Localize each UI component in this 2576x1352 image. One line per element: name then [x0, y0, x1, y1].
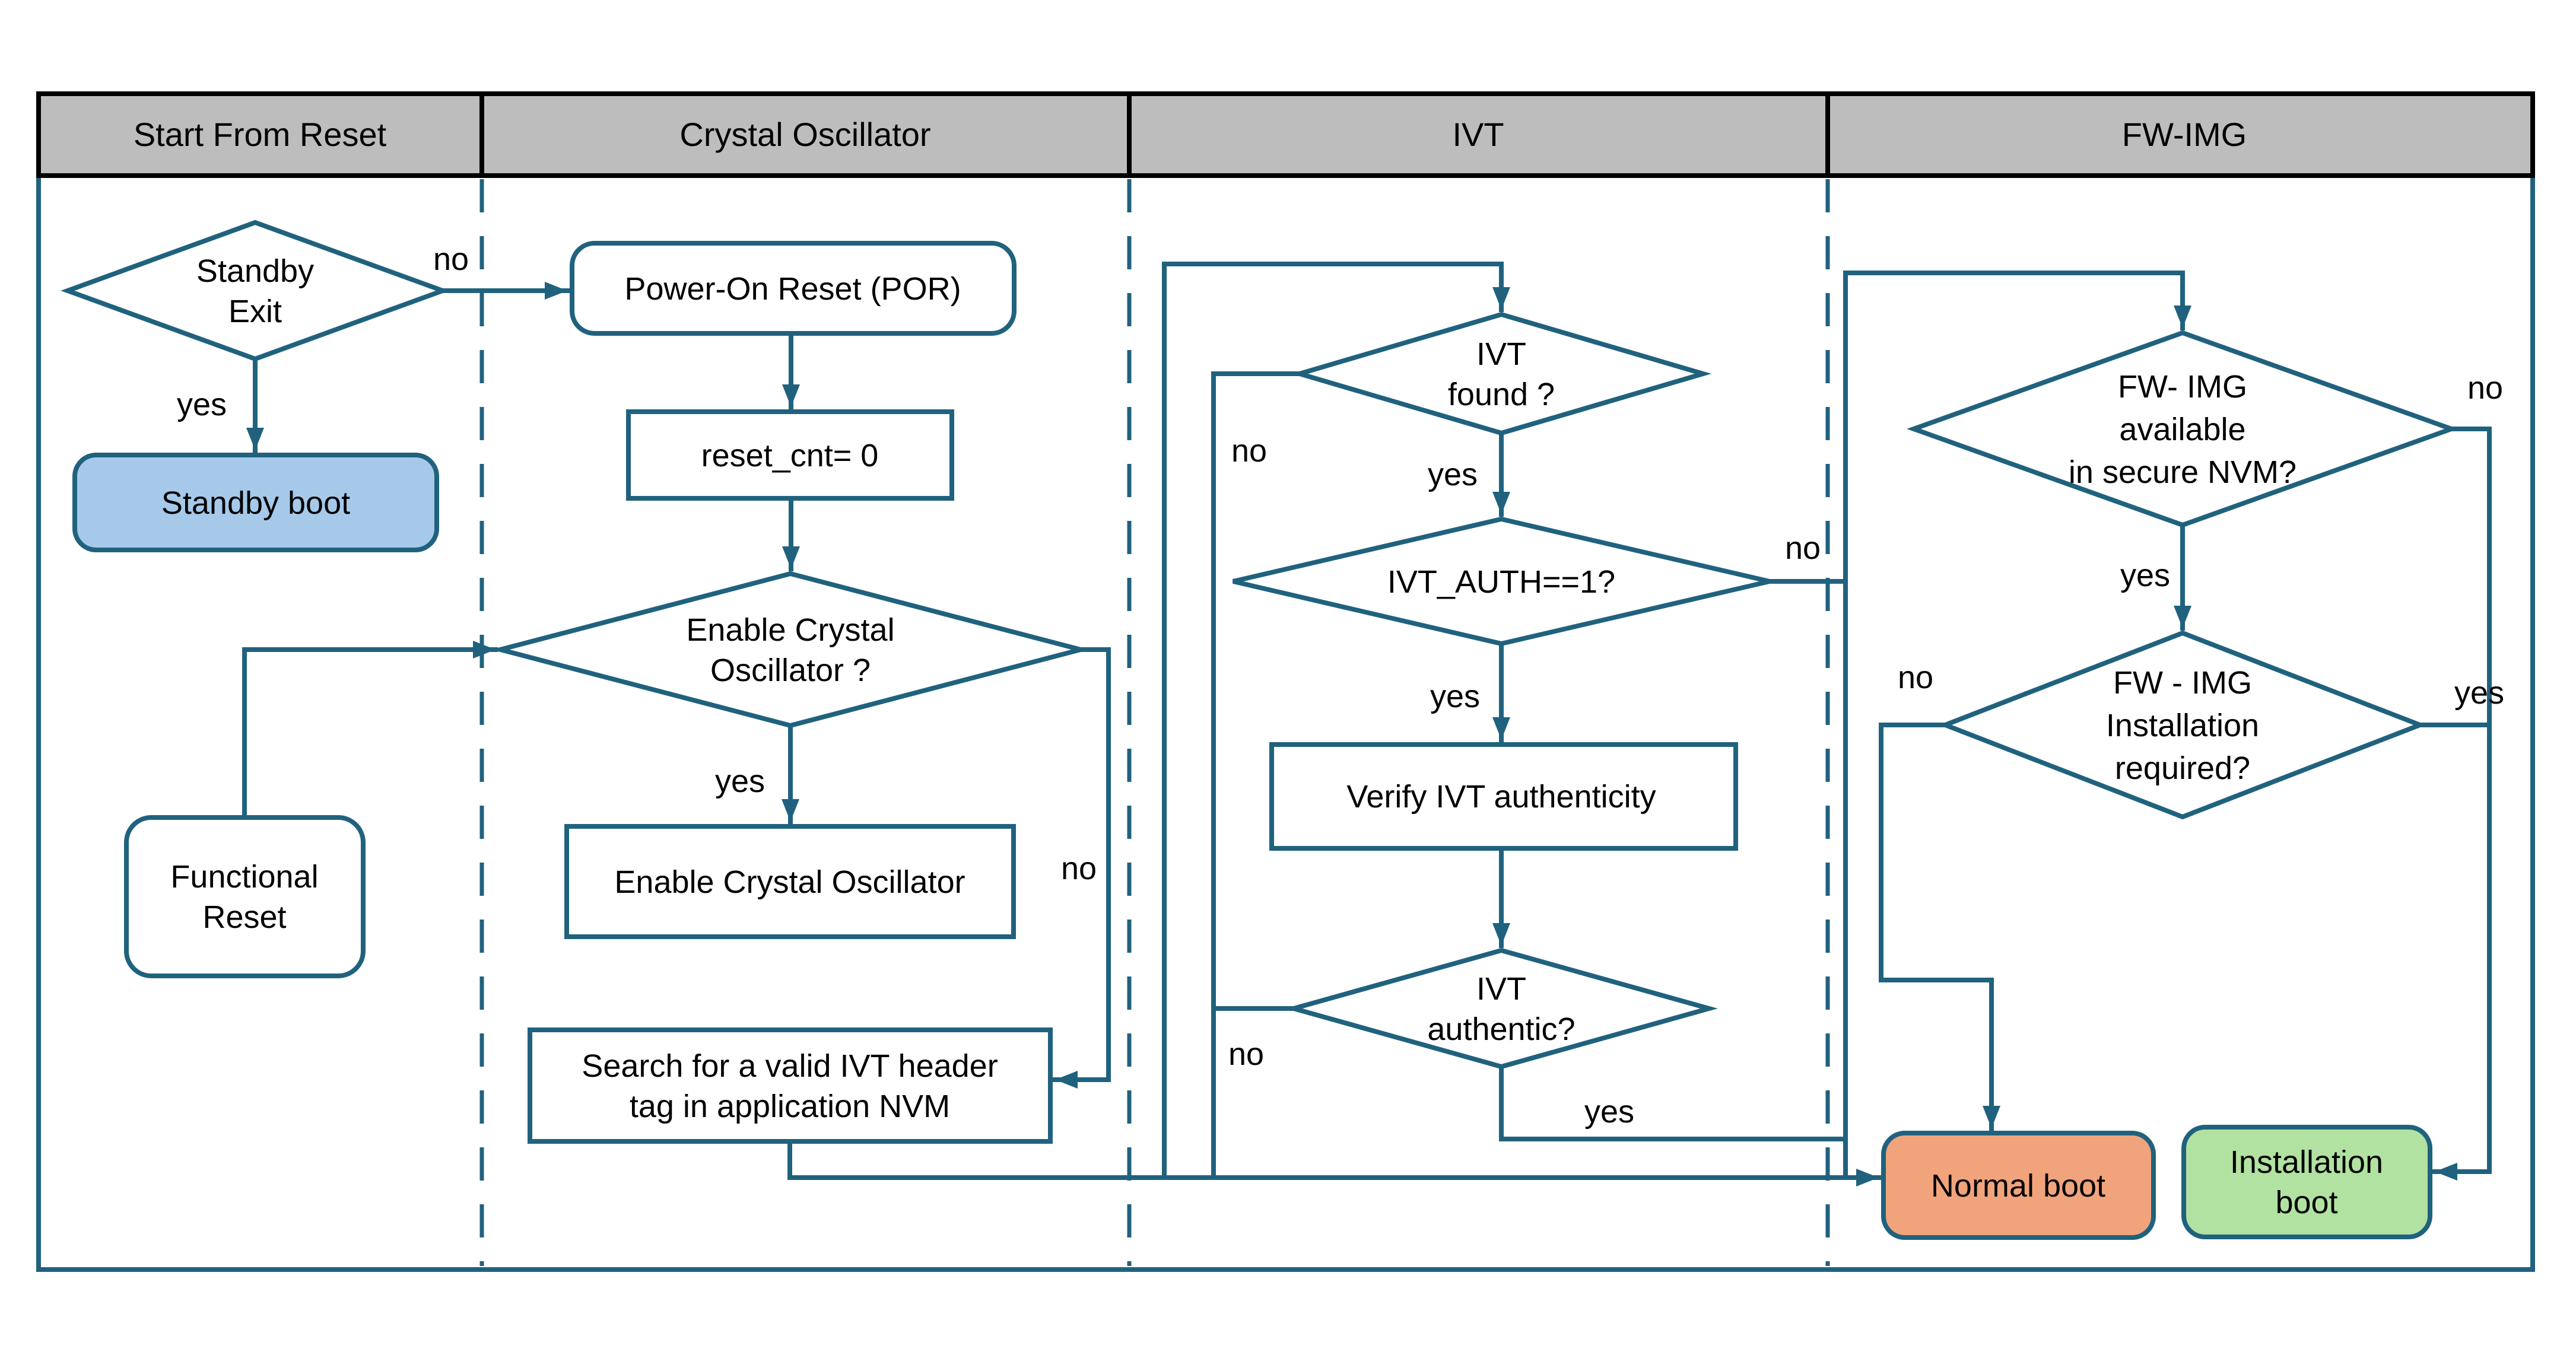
process-reset-cnt: [626, 409, 954, 501]
process-functional-reset: [124, 815, 366, 978]
label-ivt-auth: IVT_AUTH==1?: [1387, 564, 1615, 600]
lane-titles: Start From Reset Crystal Oscillator IVT …: [134, 116, 2247, 153]
decision-standby-exit: [61, 219, 450, 362]
label-enable-xo-q-2: Oscillator ?: [710, 653, 871, 688]
label-search-ivt-2: tag in application NVM: [630, 1089, 950, 1124]
edge-label-auth-no: no: [1785, 530, 1821, 566]
edge-label-xo-no: no: [1061, 851, 1097, 886]
edge-riser-to-ivt-found: [1162, 262, 1510, 1180]
edge-label-xo-yes: yes: [715, 764, 765, 799]
edge-labels: no yes yes no no yes yes no no yes no ye…: [177, 241, 2504, 1130]
lane-title-crystal-oscillator: Crystal Oscillator: [679, 116, 930, 153]
label-ivt-found-1: IVT: [1476, 336, 1526, 372]
lane-header-crystal-oscillator: [479, 91, 1132, 178]
edge-riser-to-fw-available: [1843, 271, 2191, 1180]
label-fw-available-1: FW- IMG: [2118, 369, 2247, 405]
label-installation-boot-1: Installation: [2230, 1144, 2383, 1180]
lane-title-ivt: IVT: [1452, 116, 1504, 153]
lane-header-ivt: [1127, 91, 1830, 178]
label-fw-available-2: available: [2119, 412, 2245, 447]
terminal-normal-boot: [1881, 1131, 2156, 1240]
decision-ivt-auth: [1233, 516, 1770, 647]
process-power-on-reset: [570, 241, 1017, 336]
label-ivt-authentic-2: authentic?: [1427, 1011, 1575, 1047]
label-ivt-authentic-1: IVT: [1476, 971, 1526, 1007]
edge-fw-available-no-to-installation-boot: [2432, 427, 2492, 1181]
decision-ivt-found: [1291, 311, 1712, 436]
decision-fw-img-available: [1907, 330, 2459, 528]
edge-label-authentic-yes: yes: [1584, 1094, 1634, 1130]
label-por: Power-On Reset (POR): [624, 271, 961, 307]
edge-ivt-authentic-yes-to-riser: [1499, 1064, 1848, 1141]
decision-ivt-authentic: [1285, 947, 1718, 1070]
edge-enable-xo-q-no-to-search: [1053, 647, 1111, 1089]
lane-title-fw-img: FW-IMG: [2122, 116, 2247, 153]
label-functional-reset-2: Reset: [202, 899, 286, 935]
edge-label-found-yes: yes: [1428, 457, 1478, 492]
edge-functional-reset-to-enable-xo-q: [242, 641, 498, 820]
label-functional-reset-1: Functional: [170, 859, 318, 895]
label-standby-boot: Standby boot: [161, 485, 350, 521]
edge-collector-to-normal-boot: [787, 1139, 1881, 1186]
label-verify-ivt: Verify IVT authenticity: [1346, 779, 1656, 815]
label-fw-required-2: Installation: [2106, 708, 2259, 743]
process-enable-crystal-oscillator: [564, 824, 1016, 939]
label-search-ivt-1: Search for a valid IVT header: [582, 1048, 998, 1084]
edge-label-avail-yes: yes: [2120, 558, 2170, 593]
process-verify-ivt-authenticity: [1269, 742, 1738, 851]
process-search-ivt-header: [528, 1027, 1053, 1144]
node-labels: Standby Exit Standby boot Power-On Reset…: [161, 253, 2383, 1220]
edge-label-req-yes: yes: [2454, 675, 2504, 711]
label-reset-cnt: reset_cnt= 0: [701, 438, 879, 473]
edge-label-found-no: no: [1231, 433, 1267, 469]
lane-header-band: [36, 91, 2535, 178]
label-enable-xo-q-1: Enable Crystal: [686, 612, 894, 648]
label-standby-exit-1: Standby: [196, 253, 314, 289]
edge-label-standby-no: no: [433, 241, 469, 277]
nodes: [61, 219, 2459, 1240]
connectors: [242, 262, 2492, 1186]
decision-enable-crystal-oscillator: [491, 571, 1090, 729]
edge-label-standby-yes: yes: [177, 387, 227, 422]
decision-fw-img-installation-required: [1938, 630, 2427, 820]
lane-header-fw-img: [1825, 91, 2535, 178]
terminal-installation-boot: [2181, 1125, 2432, 1239]
label-fw-required-1: FW - IMG: [2113, 665, 2252, 701]
edge-label-req-no: no: [1898, 660, 1933, 695]
label-ivt-found-2: found ?: [1448, 377, 1555, 412]
label-standby-exit-2: Exit: [228, 294, 282, 329]
edge-fw-required-no-to-normal-boot: [1879, 723, 2000, 1131]
label-fw-required-3: required?: [2115, 750, 2250, 786]
label-enable-xo: Enable Crystal Oscillator: [614, 864, 965, 900]
edge-label-authentic-no: no: [1228, 1036, 1264, 1072]
label-installation-boot-2: boot: [2275, 1185, 2337, 1220]
edge-label-avail-no: no: [2467, 370, 2503, 406]
edge-label-auth-yes: yes: [1430, 679, 1480, 714]
lane-title-start-from-reset: Start From Reset: [134, 116, 387, 153]
edge-ivt-found-no-loop: [1211, 371, 1302, 1180]
terminal-standby-boot: [72, 453, 439, 552]
label-fw-available-3: in secure NVM?: [2069, 454, 2297, 490]
label-normal-boot: Normal boot: [1931, 1168, 2105, 1204]
